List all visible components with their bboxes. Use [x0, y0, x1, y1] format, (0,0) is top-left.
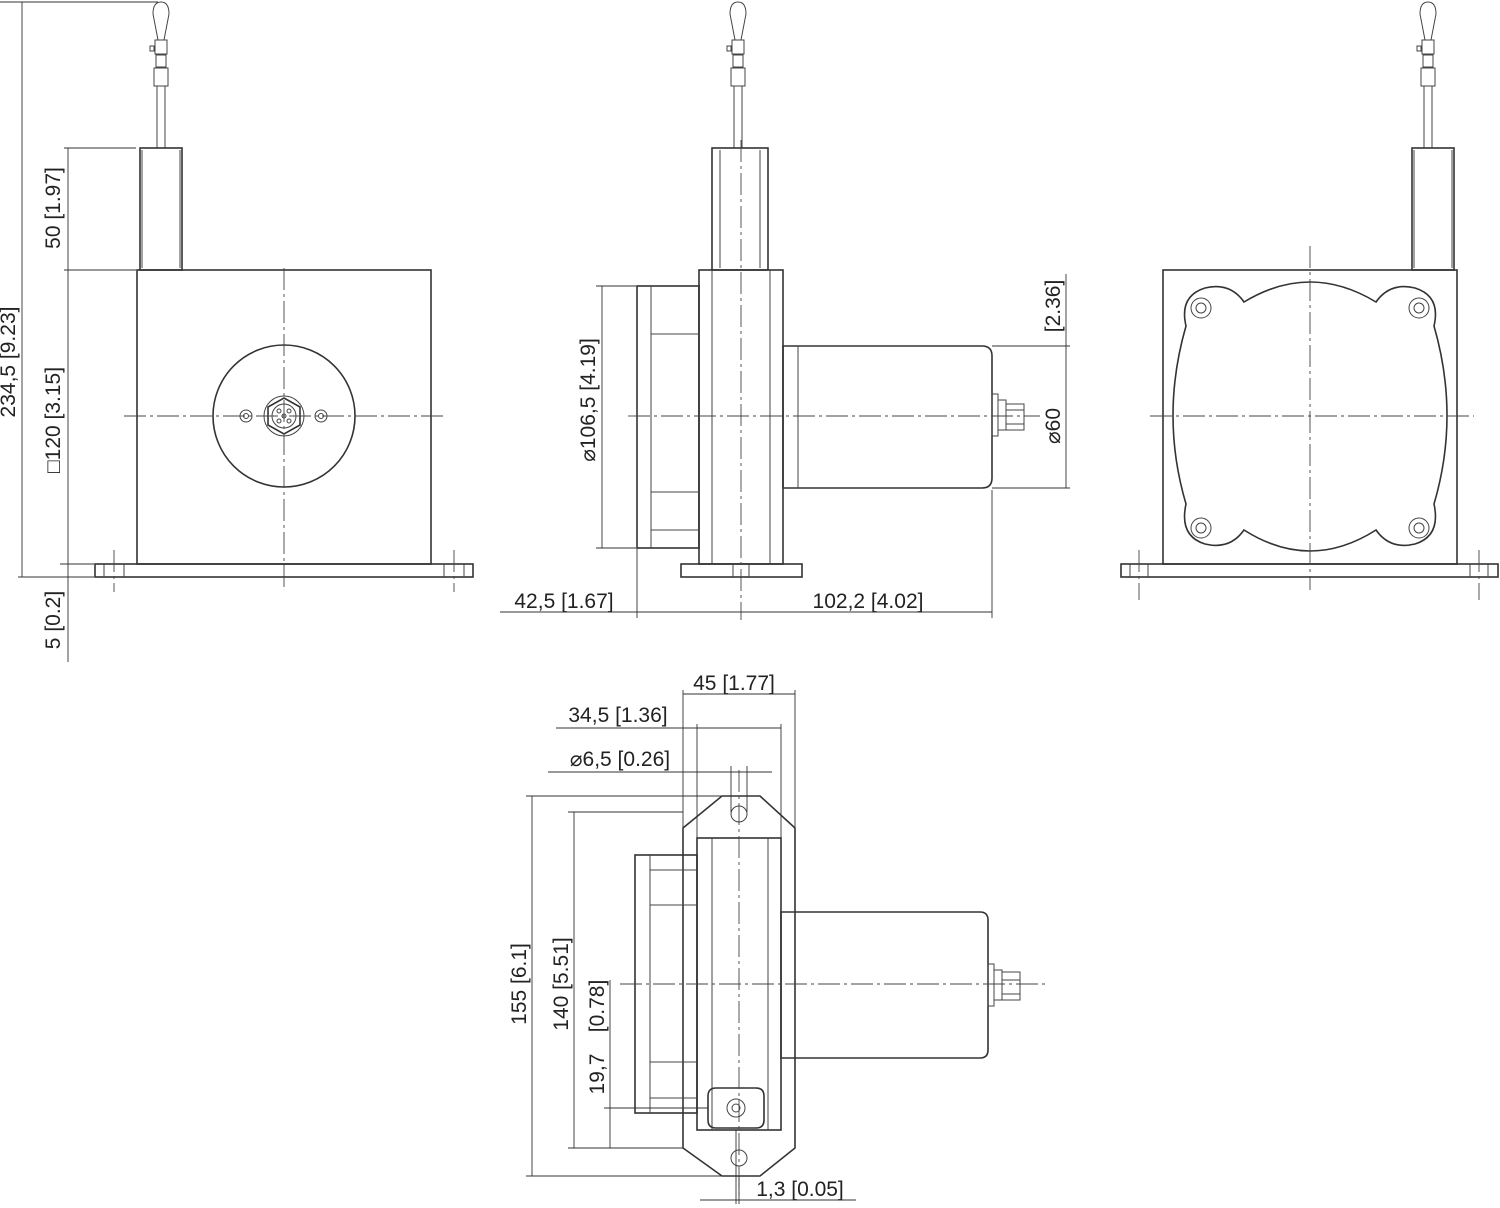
cable-outlet-icon [707, 1087, 765, 1129]
dim-19-inch: [0.78] [586, 980, 609, 1033]
dim-encoder-diameter: ⌀60 [1042, 408, 1065, 444]
top-view [526, 690, 1048, 1204]
connector-icon [987, 963, 1021, 1007]
dim-top-cable: 50 [1.97] [42, 167, 65, 249]
dim-width-45: 45 [1.77] [693, 672, 775, 695]
dim-square: □120 [3.15] [42, 367, 65, 473]
dim-encoder-inch: [2.36] [1042, 280, 1065, 333]
back-view [1120, 1, 1499, 600]
dim-right-depth: 102,2 [4.02] [813, 590, 924, 613]
dim-hole: ⌀6,5 [0.26] [570, 748, 670, 771]
dim-left-depth: 42,5 [1.67] [514, 590, 613, 613]
dimension-labels: 234,5 [9.23] 50 [1.97] □120 [3.15] 5 [0.… [0, 167, 1065, 1201]
dim-base-thickness: 5 [0.2] [42, 591, 65, 649]
dim-total-height: 234,5 [9.23] [0, 307, 20, 418]
dim-19: 19,7 [586, 1054, 609, 1095]
wire-clip-icon [1416, 1, 1437, 149]
front-view [0, 1, 474, 662]
wire-clip-icon [149, 1, 170, 149]
side-view [500, 1, 1070, 620]
dim-housing-diameter: ⌀106,5 [4.19] [577, 338, 600, 462]
wire-clip-icon [726, 1, 747, 149]
dim-offset: 1,3 [0.05] [756, 1178, 844, 1201]
dim-140: 140 [5.51] [550, 937, 573, 1030]
connector-icon [991, 393, 1025, 437]
dim-width-34: 34,5 [1.36] [568, 704, 667, 727]
dim-155: 155 [6.1] [508, 943, 531, 1025]
